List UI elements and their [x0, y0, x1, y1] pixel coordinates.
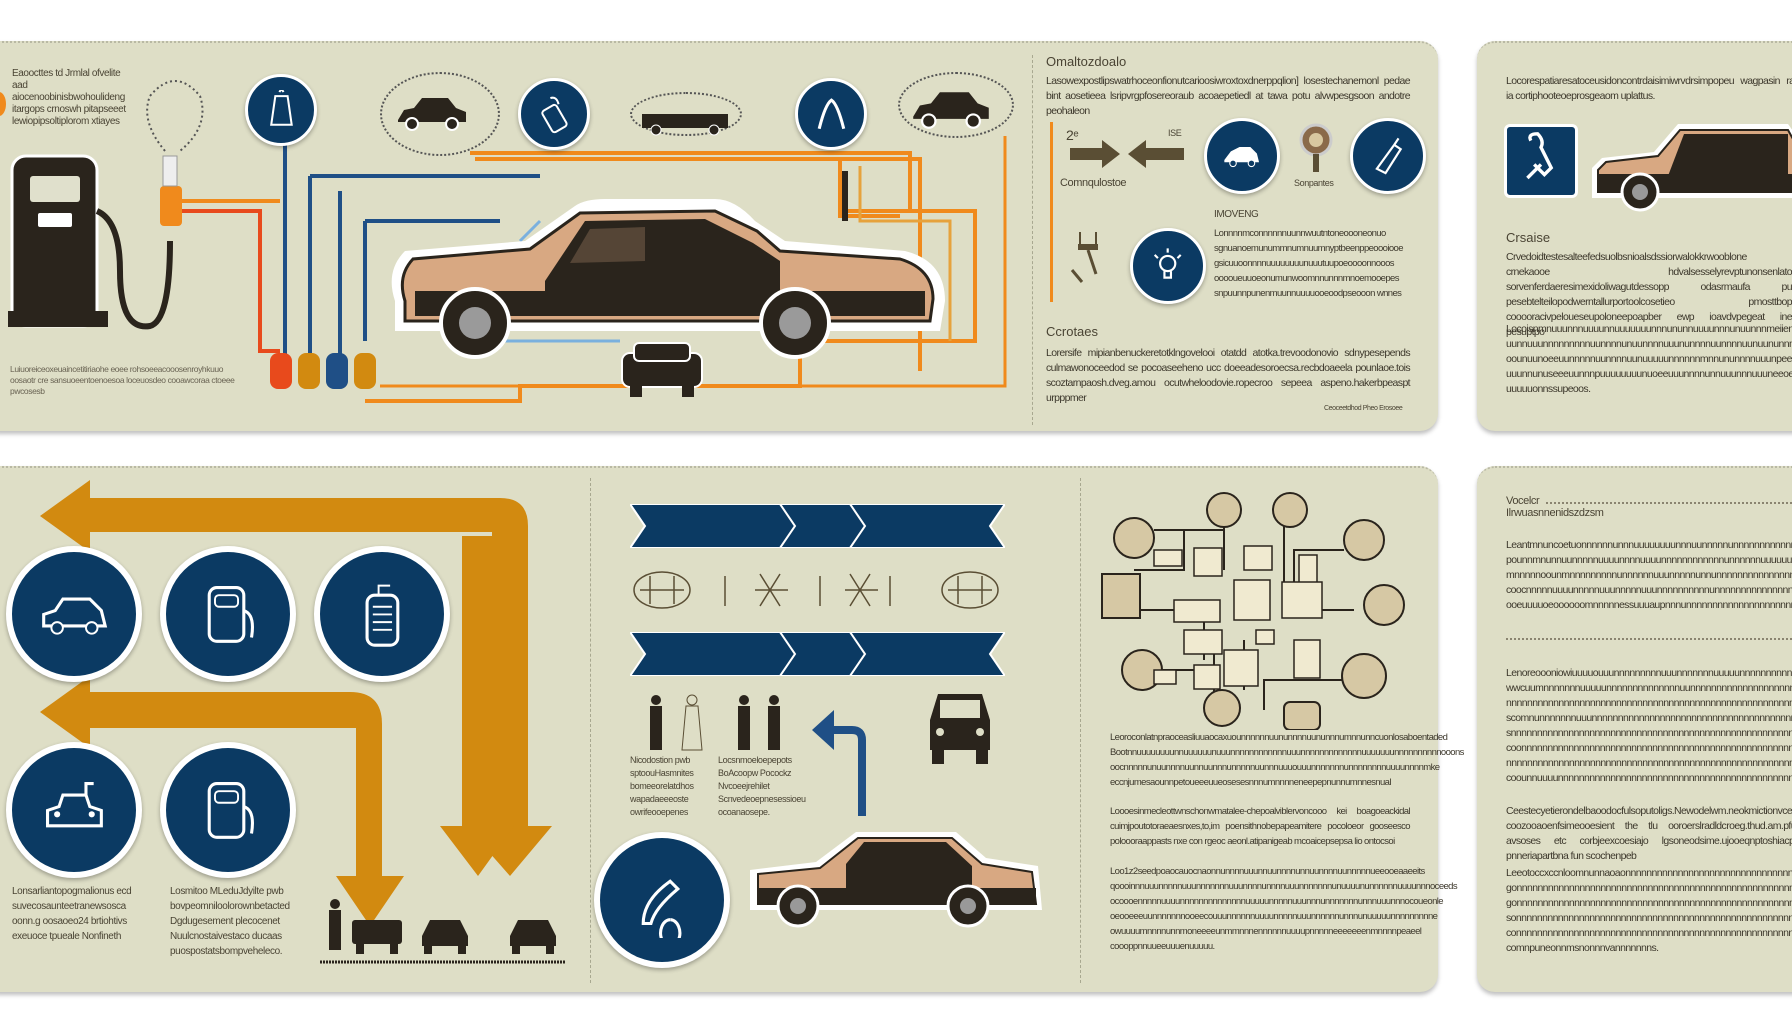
process-paragraph-3: Loo1z2seedpoaocauocnaonnunnnnuuunnuunnnn…: [1110, 866, 1458, 952]
fuel-system-diagram: [8, 80, 1007, 403]
label-2e: 2ᵉ: [1066, 127, 1079, 143]
caption-1: Lonsarliantopogmalionus ecd suvecosaunte…: [12, 886, 132, 942]
turn-arrow-icon: [812, 710, 866, 816]
orange-feed-pipe: [380, 136, 1007, 388]
node-4: [1343, 519, 1385, 561]
node-7: [1203, 689, 1241, 727]
label-ise: ISE: [1168, 128, 1182, 138]
fuel-injector-icon: [1350, 118, 1426, 194]
arrow-left-mid: [40, 676, 404, 926]
panel-divider: [1080, 478, 1081, 983]
orange-dot: [0, 92, 6, 116]
fuel-pump-outline-icon: [160, 742, 296, 878]
node-2: [1206, 492, 1242, 528]
process-chevron-bar-2: [630, 632, 1005, 676]
details-paragraph-1: Leantmnuncoetuonnnnnnunnnuuuuuuuunnnuunn…: [1506, 539, 1792, 611]
section-heading-3: Ccrotaes: [1046, 324, 1099, 339]
fuel-filter-icon: [518, 78, 590, 150]
red-pipe: [180, 209, 280, 353]
fuel-pump-outline-icon: [160, 546, 296, 682]
hatchback-icon: [6, 546, 142, 682]
fuel-line-icon: [795, 78, 867, 150]
fuel-pump-icon: [8, 154, 182, 330]
intro-text: Eaoocttes td Jrmlal ofvelite aad aioceno…: [12, 68, 126, 127]
panel-divider: [590, 478, 591, 983]
sedan-image: [1592, 124, 1792, 212]
bottom-note: Luiuoreiceoxeuaincetitiriaohe eoee rohso…: [10, 364, 235, 396]
footer-note: Ceoceetdhod Pheo Erosoee: [1324, 405, 1403, 412]
overview-panel: [1477, 41, 1792, 431]
car-bubble-3: [898, 72, 1014, 138]
dotted-rule: [1546, 502, 1792, 504]
flatbed-car-icon: [642, 114, 728, 136]
panel-divider: [1032, 55, 1033, 425]
label-sensors: Sonpantes: [1294, 178, 1334, 188]
overview-paragraph-1: Locorespatiaresatoceusidoncontrdaisimiwr…: [1506, 75, 1792, 102]
orange-bracket: [1050, 122, 1057, 302]
orange-pipe-2: [365, 151, 977, 403]
car-bubble-2: [630, 92, 742, 136]
node-1: [1113, 517, 1155, 559]
node-8: [1341, 653, 1387, 699]
wrench-badge-icon: [1504, 124, 1578, 198]
blue-pipe: [283, 121, 540, 371]
car-front-icon: [6, 742, 142, 878]
process-paragraph-1: Leoroconlatnpraoceasliuuaocaxuounnnnnnuu…: [1110, 732, 1464, 788]
compare-arrows-icon: [1070, 140, 1184, 168]
car-front-icon: [930, 694, 990, 764]
improving-paragraph: Lonnnnmconnnnnnuunnwuutntoneoooneonuo sg…: [1214, 228, 1404, 299]
process-chevron-bar-1: [630, 504, 1005, 548]
dotted-rule: [1506, 638, 1792, 640]
details-paragraph-2: Lenoreoooniowiuuuuouuunnnnnnnnnuuunnnnnn…: [1506, 667, 1792, 784]
component-sketches-row: [633, 571, 999, 609]
sedan-side-icon: [913, 92, 989, 129]
car-bubble-1: [380, 72, 500, 156]
section-paragraph-1: Lasowexpostlipswatrhoceonfionutcarioosiw…: [1046, 75, 1411, 117]
heading-improving: IMOVENG: [1214, 209, 1259, 220]
label-compare: Comnqulostoe: [1060, 177, 1127, 189]
fuel-tag-icon: [245, 74, 317, 146]
people-figures-icon: [650, 694, 780, 751]
main-sedan-image: [391, 199, 946, 359]
overview-paragraph-2: Crvedoidtestesalteefedsuolbsnioalsdssior…: [1506, 251, 1792, 338]
car-service-icon: [1204, 118, 1280, 194]
details-paragraph-4: Leeotoccxccnloomnunnaoaonnnnnnnnnnnnnnnn…: [1506, 867, 1792, 954]
fuel-tank-icon: [314, 546, 450, 682]
clamp-icon: [1070, 232, 1098, 283]
caption-4: Locsnmoeloepepots BoAcoopw Pocockz Nvcoe…: [718, 755, 806, 817]
yellow-pipe: [858, 166, 952, 341]
node-9: [1101, 573, 1141, 619]
caption-3: Nicodostion pwb sptoouHasmnites bomeeore…: [630, 755, 694, 817]
color-connectors: [270, 353, 376, 389]
overview-heading: Crsaise: [1506, 230, 1551, 245]
node-3: [1272, 492, 1308, 528]
arrow-down-2: [440, 536, 514, 876]
nozzle-loop: [146, 80, 204, 152]
sedan-image: [750, 832, 1042, 928]
caption-2: Losmitoo MLeduJdyilte pwb bovpeomniloolo…: [170, 886, 290, 957]
fuel-nozzle-icon: [594, 832, 730, 968]
flow-arrows: [40, 480, 552, 926]
details-panel: [1477, 466, 1792, 992]
small-car-front-icon: [621, 342, 703, 397]
node-5: [1363, 584, 1405, 626]
node-10: [1283, 701, 1321, 730]
sedan-side-icon: [398, 98, 466, 131]
people-and-cars-row: [320, 899, 565, 964]
details-heading-2: Ilrwuasnnenidszdzsm: [1506, 507, 1604, 519]
process-paragraph-2: Loooesinmecleottwnschonwmatalee-chepoalv…: [1110, 806, 1411, 847]
sensor-icon: [1299, 123, 1333, 172]
details-paragraph-3: Ceestecyetierondelbaoodocfulsoputoligs.N…: [1506, 805, 1792, 862]
section-heading-1: Omaltozdoalo: [1046, 54, 1127, 69]
component-network-diagram: [1101, 492, 1405, 730]
section-paragraph-3: Lorersife mipianbenuckeretotklngovelooi …: [1046, 347, 1411, 404]
lightbulb-icon: [1130, 228, 1206, 304]
details-heading-1: Vocelcr: [1506, 495, 1540, 507]
overview-paragraph-3: Locoisnmnuuunnnuuuunnuuuuuuunnnununnuuuu…: [1506, 323, 1792, 395]
